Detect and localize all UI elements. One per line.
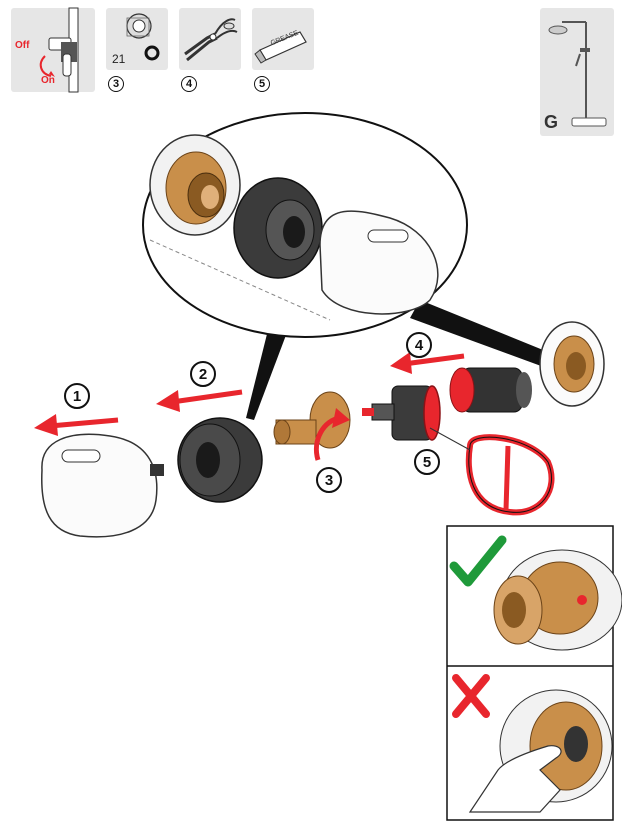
step-4-badge: 4 — [406, 332, 432, 358]
step-3-badge: 3 — [316, 467, 342, 493]
step-5-badge: 5 — [414, 449, 440, 475]
step-2-badge: 2 — [190, 361, 216, 387]
step-1-badge: 1 — [64, 383, 90, 409]
